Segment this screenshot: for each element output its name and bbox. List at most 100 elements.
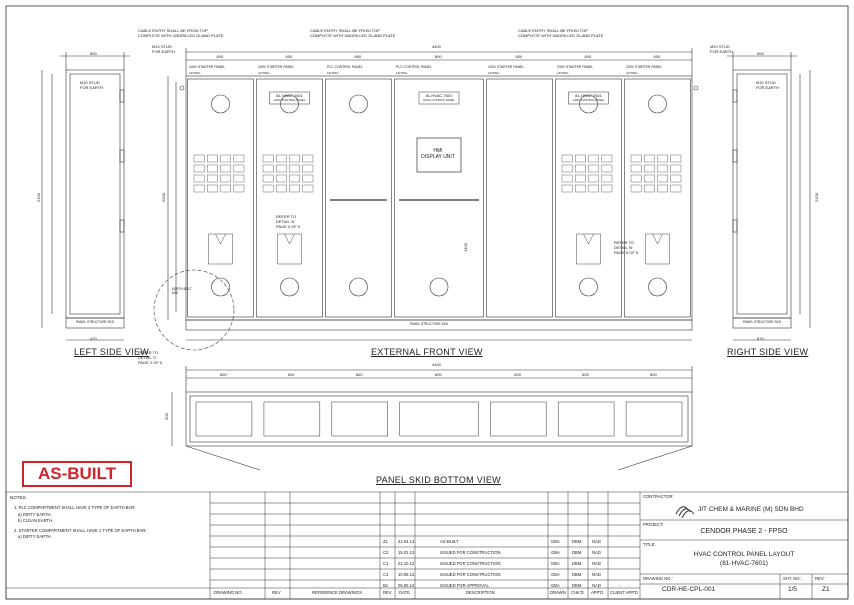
starter-module: [657, 174, 668, 183]
bottom-fan-icon: [280, 277, 299, 297]
column-width-label: 600: [653, 54, 661, 59]
starter-module: [670, 164, 682, 173]
revision-cell-appd: NAD: [592, 550, 601, 555]
notes-line-4: 2. STARTER COMPARTMENT SHALL HAVE 1 TYPE…: [14, 528, 147, 533]
starter-module: [657, 184, 668, 193]
starter-module: [289, 184, 300, 193]
dim-right-base: 670: [757, 336, 764, 341]
skid-width-label: 800: [435, 372, 442, 377]
skid-cell: [557, 401, 615, 437]
column-width-label: 800: [435, 54, 442, 59]
tb-project-label: PROJECT:: [643, 522, 664, 527]
starter-module: [630, 154, 642, 163]
callout-skid-label-left: PANEL STRUCTURE SKD: [76, 320, 115, 324]
starter-module: [302, 174, 314, 183]
lifting-label: LIFTING: [327, 71, 339, 75]
revision-cell-rev: Z1: [383, 539, 388, 544]
starter-module: [207, 164, 218, 173]
revision-cell-appd: NAD: [592, 539, 601, 544]
starter-module: [670, 154, 682, 163]
detail-c-circle: [153, 269, 235, 351]
panel-door-6: [555, 78, 622, 318]
bottom-fan-icon: [579, 277, 598, 297]
starter-module: [233, 164, 245, 173]
right-side-view-title: RIGHT SIDE VIEW: [727, 347, 809, 357]
starter-module: [601, 174, 613, 183]
column-width-label: 600: [285, 54, 293, 59]
starter-module: [193, 184, 205, 193]
starter-module: [262, 154, 274, 163]
front-panel-columns: [187, 78, 691, 318]
document-holder: [576, 233, 601, 265]
starter-module: [193, 154, 205, 163]
panel-door-1: [187, 78, 254, 318]
starter-module: [276, 174, 287, 183]
starter-module: [588, 184, 599, 193]
starter-module: [561, 164, 573, 173]
starter-module: [601, 184, 613, 193]
tb-col-reference: REFERENCE DRAWINGS: [312, 590, 362, 595]
bottom-fan-icon: [429, 277, 449, 297]
starter-module: [207, 154, 218, 163]
revision-cell-rev: C1: [383, 561, 389, 566]
starter-module: [630, 164, 642, 173]
revision-cell-appd: NAD: [592, 572, 601, 577]
starter-module: [644, 154, 655, 163]
skid-width-label: 600: [219, 372, 227, 377]
notes-line-1: 1. PLC COMPARTMENT SHALL HAVE 2 TYPE OF …: [14, 505, 136, 510]
left-side-view-title: LEFT SIDE VIEW: [74, 347, 150, 357]
starter-module: [670, 184, 682, 193]
starter-module: [233, 174, 245, 183]
revision-cell-desc: ISSUED FOR APPROVAL: [440, 583, 489, 588]
tb-rev: Z1: [822, 586, 830, 593]
nameplate: [418, 91, 460, 105]
tb-sheet: 1/5: [788, 586, 798, 593]
panel-door-3: [325, 78, 392, 318]
revision-cell-chkd: DBM: [572, 550, 582, 555]
title-block: [5, 491, 849, 600]
panel-name-label: PLC CONTROL PANEL: [327, 65, 363, 69]
starter-module: [302, 154, 314, 163]
starter-module: [561, 154, 573, 163]
revision-cell-drawn: GBA: [551, 583, 560, 588]
tb-contractor: JIT CHEM & MARINE (M) SDN BHD: [698, 506, 804, 513]
skid-cell: [399, 401, 479, 437]
starter-module: [644, 184, 655, 193]
revision-cell-date: 06.05.12: [398, 583, 415, 588]
revision-cell-drawn: GBA: [551, 539, 560, 544]
panel-name-label: 440V STARTER PANEL: [258, 65, 295, 69]
starter-module: [289, 164, 300, 173]
starter-module: [220, 154, 231, 163]
starter-module: [601, 154, 613, 163]
starter-module: [262, 174, 274, 183]
right-side-view: [727, 52, 811, 341]
revision-cell-chkd: DBM: [572, 561, 582, 566]
starter-module: [193, 174, 205, 183]
revision-cell-chkd: DBM: [572, 572, 582, 577]
starter-module: [302, 184, 314, 193]
panel-name-label: 230V STARTER PANEL: [626, 65, 663, 69]
tb-col-appd: APP'D: [591, 590, 604, 595]
starter-module: [220, 184, 231, 193]
column-width-label: 600: [515, 54, 523, 59]
starter-module: [670, 174, 682, 183]
bottom-fan-icon: [211, 277, 230, 297]
revision-cell-client: -: [619, 583, 621, 588]
dim-left-depth: 500: [90, 51, 97, 56]
revision-cell-rev: C1: [383, 572, 389, 577]
skid-cell: [195, 401, 253, 437]
starter-module: [207, 174, 218, 183]
lifting-label: LIFTING: [258, 71, 270, 75]
starter-module: [233, 154, 245, 163]
tb-col-drawn: DRAWN: [550, 590, 566, 595]
starter-module: [220, 164, 231, 173]
front-view-title: EXTERNAL FRONT VIEW: [371, 347, 483, 357]
lifting-label: LIFTING: [488, 71, 500, 75]
